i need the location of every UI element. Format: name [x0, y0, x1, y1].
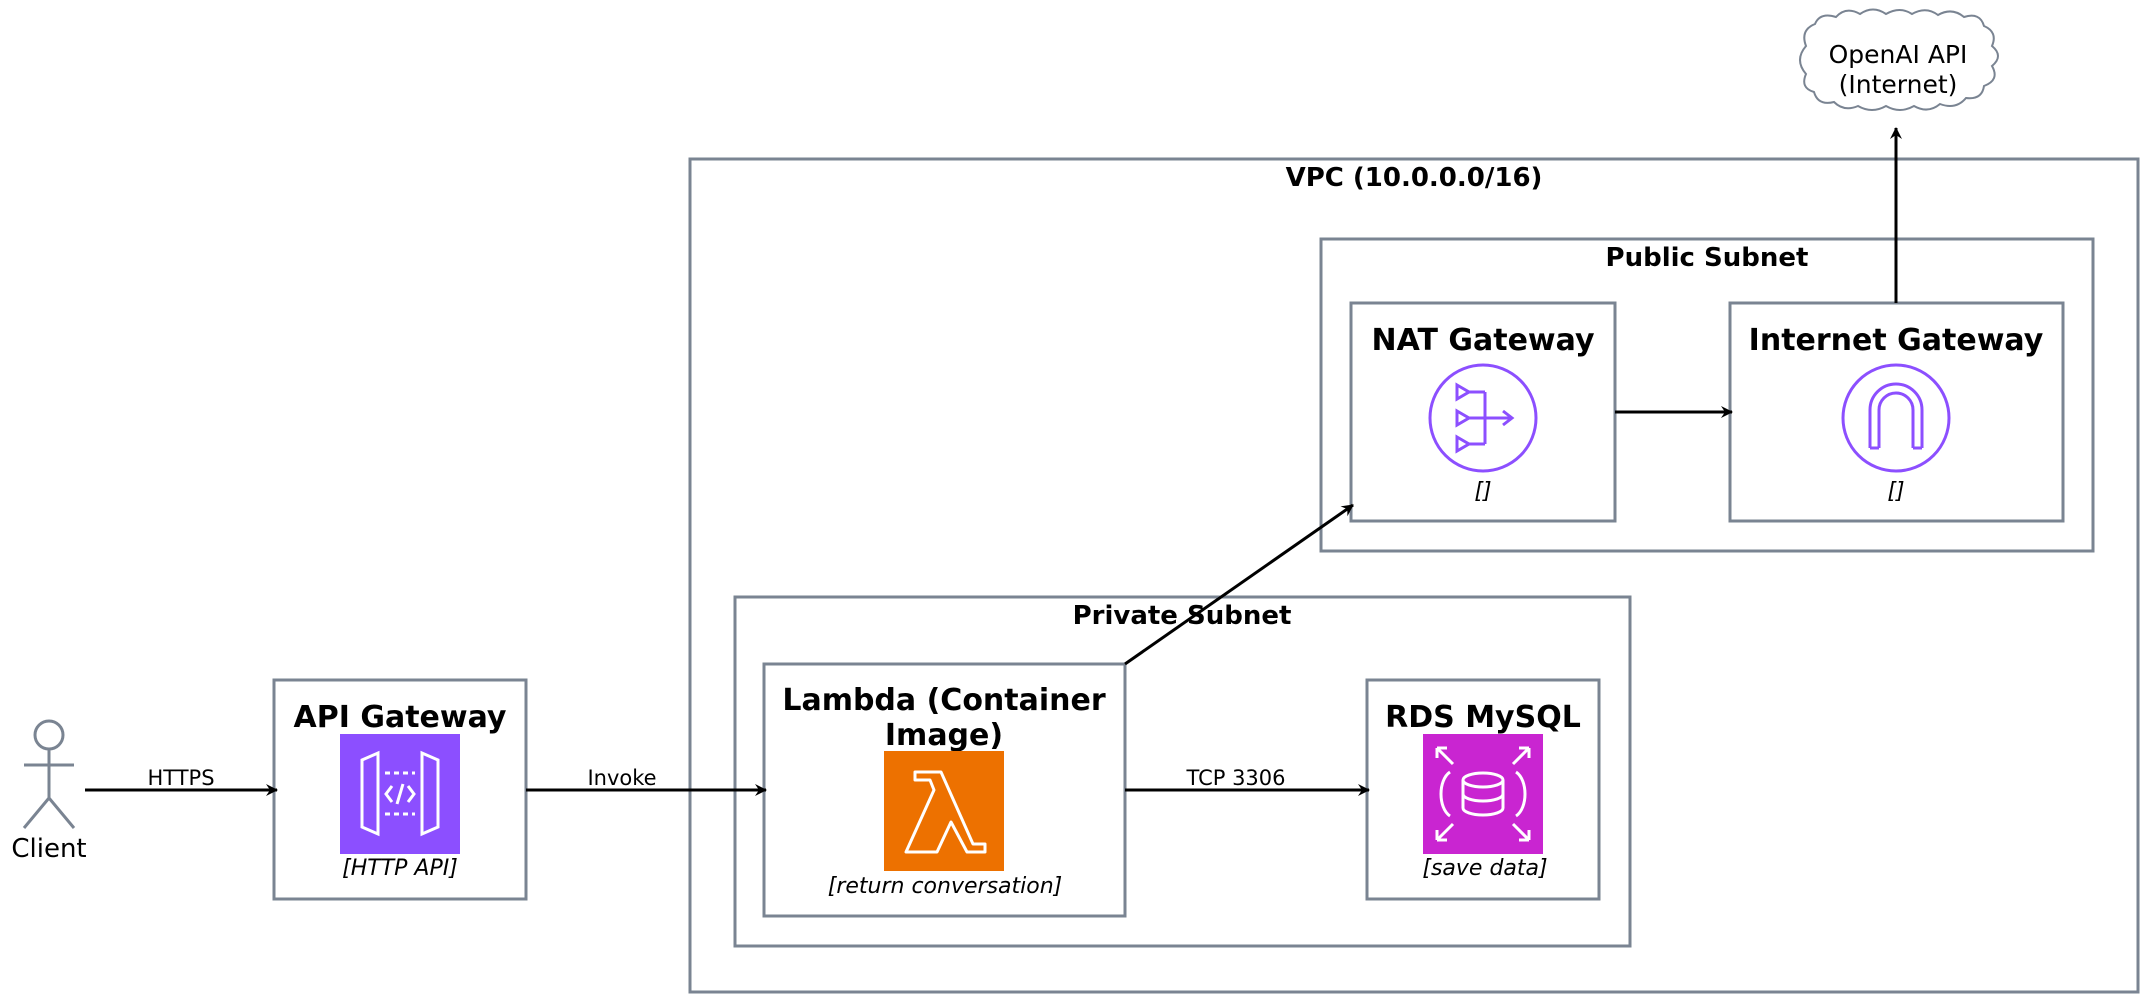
rds-node: RDS MySQL [save data]: [1365, 678, 1601, 901]
lambda-note: [return conversation]: [828, 874, 1062, 899]
edge-client-api: HTTPS: [85, 766, 278, 796]
api-gateway-icon: [340, 734, 460, 854]
public-subnet-title: Public Subnet: [1606, 243, 1809, 273]
edge-lambda-nat: [1124, 503, 1354, 666]
edge-label-https: HTTPS: [147, 766, 214, 790]
lambda-title-line2: Image): [885, 718, 1003, 753]
client-label: Client: [11, 834, 86, 864]
edge-label-invoke: Invoke: [587, 766, 656, 790]
private-subnet-title: Private Subnet: [1073, 601, 1292, 631]
edge-label-tcp: TCP 3306: [1185, 766, 1285, 790]
lambda-title-line1: Lambda (Container: [782, 683, 1106, 718]
cloud-icon: [1799, 8, 1999, 111]
api-gateway-note: [HTTP API]: [342, 856, 458, 881]
internet-gateway-title: Internet Gateway: [1749, 323, 2044, 358]
openai-line1: OpenAI API: [1829, 40, 1968, 69]
person-icon: [22, 719, 76, 829]
client-actor: Client: [11, 719, 87, 864]
vpc-container: VPC (10.0.0.0/16): [688, 157, 2140, 994]
lambda-icon: [884, 751, 1004, 871]
api-gateway-node: API Gateway [HTTP API]: [272, 678, 528, 901]
vpc-title: VPC (10.0.0.0/16): [1286, 163, 1543, 193]
nat-gateway-title: NAT Gateway: [1371, 323, 1594, 358]
edge-lambda-rds: TCP 3306: [1125, 766, 1370, 796]
internet-gateway-node: Internet Gateway []: [1728, 301, 2065, 523]
api-gateway-title: API Gateway: [294, 700, 507, 735]
rds-database-icon: [1423, 734, 1543, 854]
nat-gateway-note: []: [1474, 479, 1491, 504]
internet-gateway-note: []: [1887, 479, 1904, 504]
internet-gateway-icon: [1841, 363, 1951, 473]
openai-line2: (Internet): [1839, 70, 1958, 99]
lambda-node: Lambda (Container Image) [return convers…: [762, 662, 1127, 918]
nat-gateway-node: NAT Gateway []: [1349, 301, 1617, 523]
openai-api-node: OpenAI API (Internet): [1799, 8, 1999, 111]
public-subnet-container: Public Subnet: [1319, 237, 2095, 553]
edge-api-lambda: Invoke: [526, 766, 767, 796]
rds-note: [save data]: [1422, 856, 1547, 881]
nat-gateway-icon: [1428, 363, 1538, 473]
rds-title: RDS MySQL: [1385, 700, 1581, 735]
